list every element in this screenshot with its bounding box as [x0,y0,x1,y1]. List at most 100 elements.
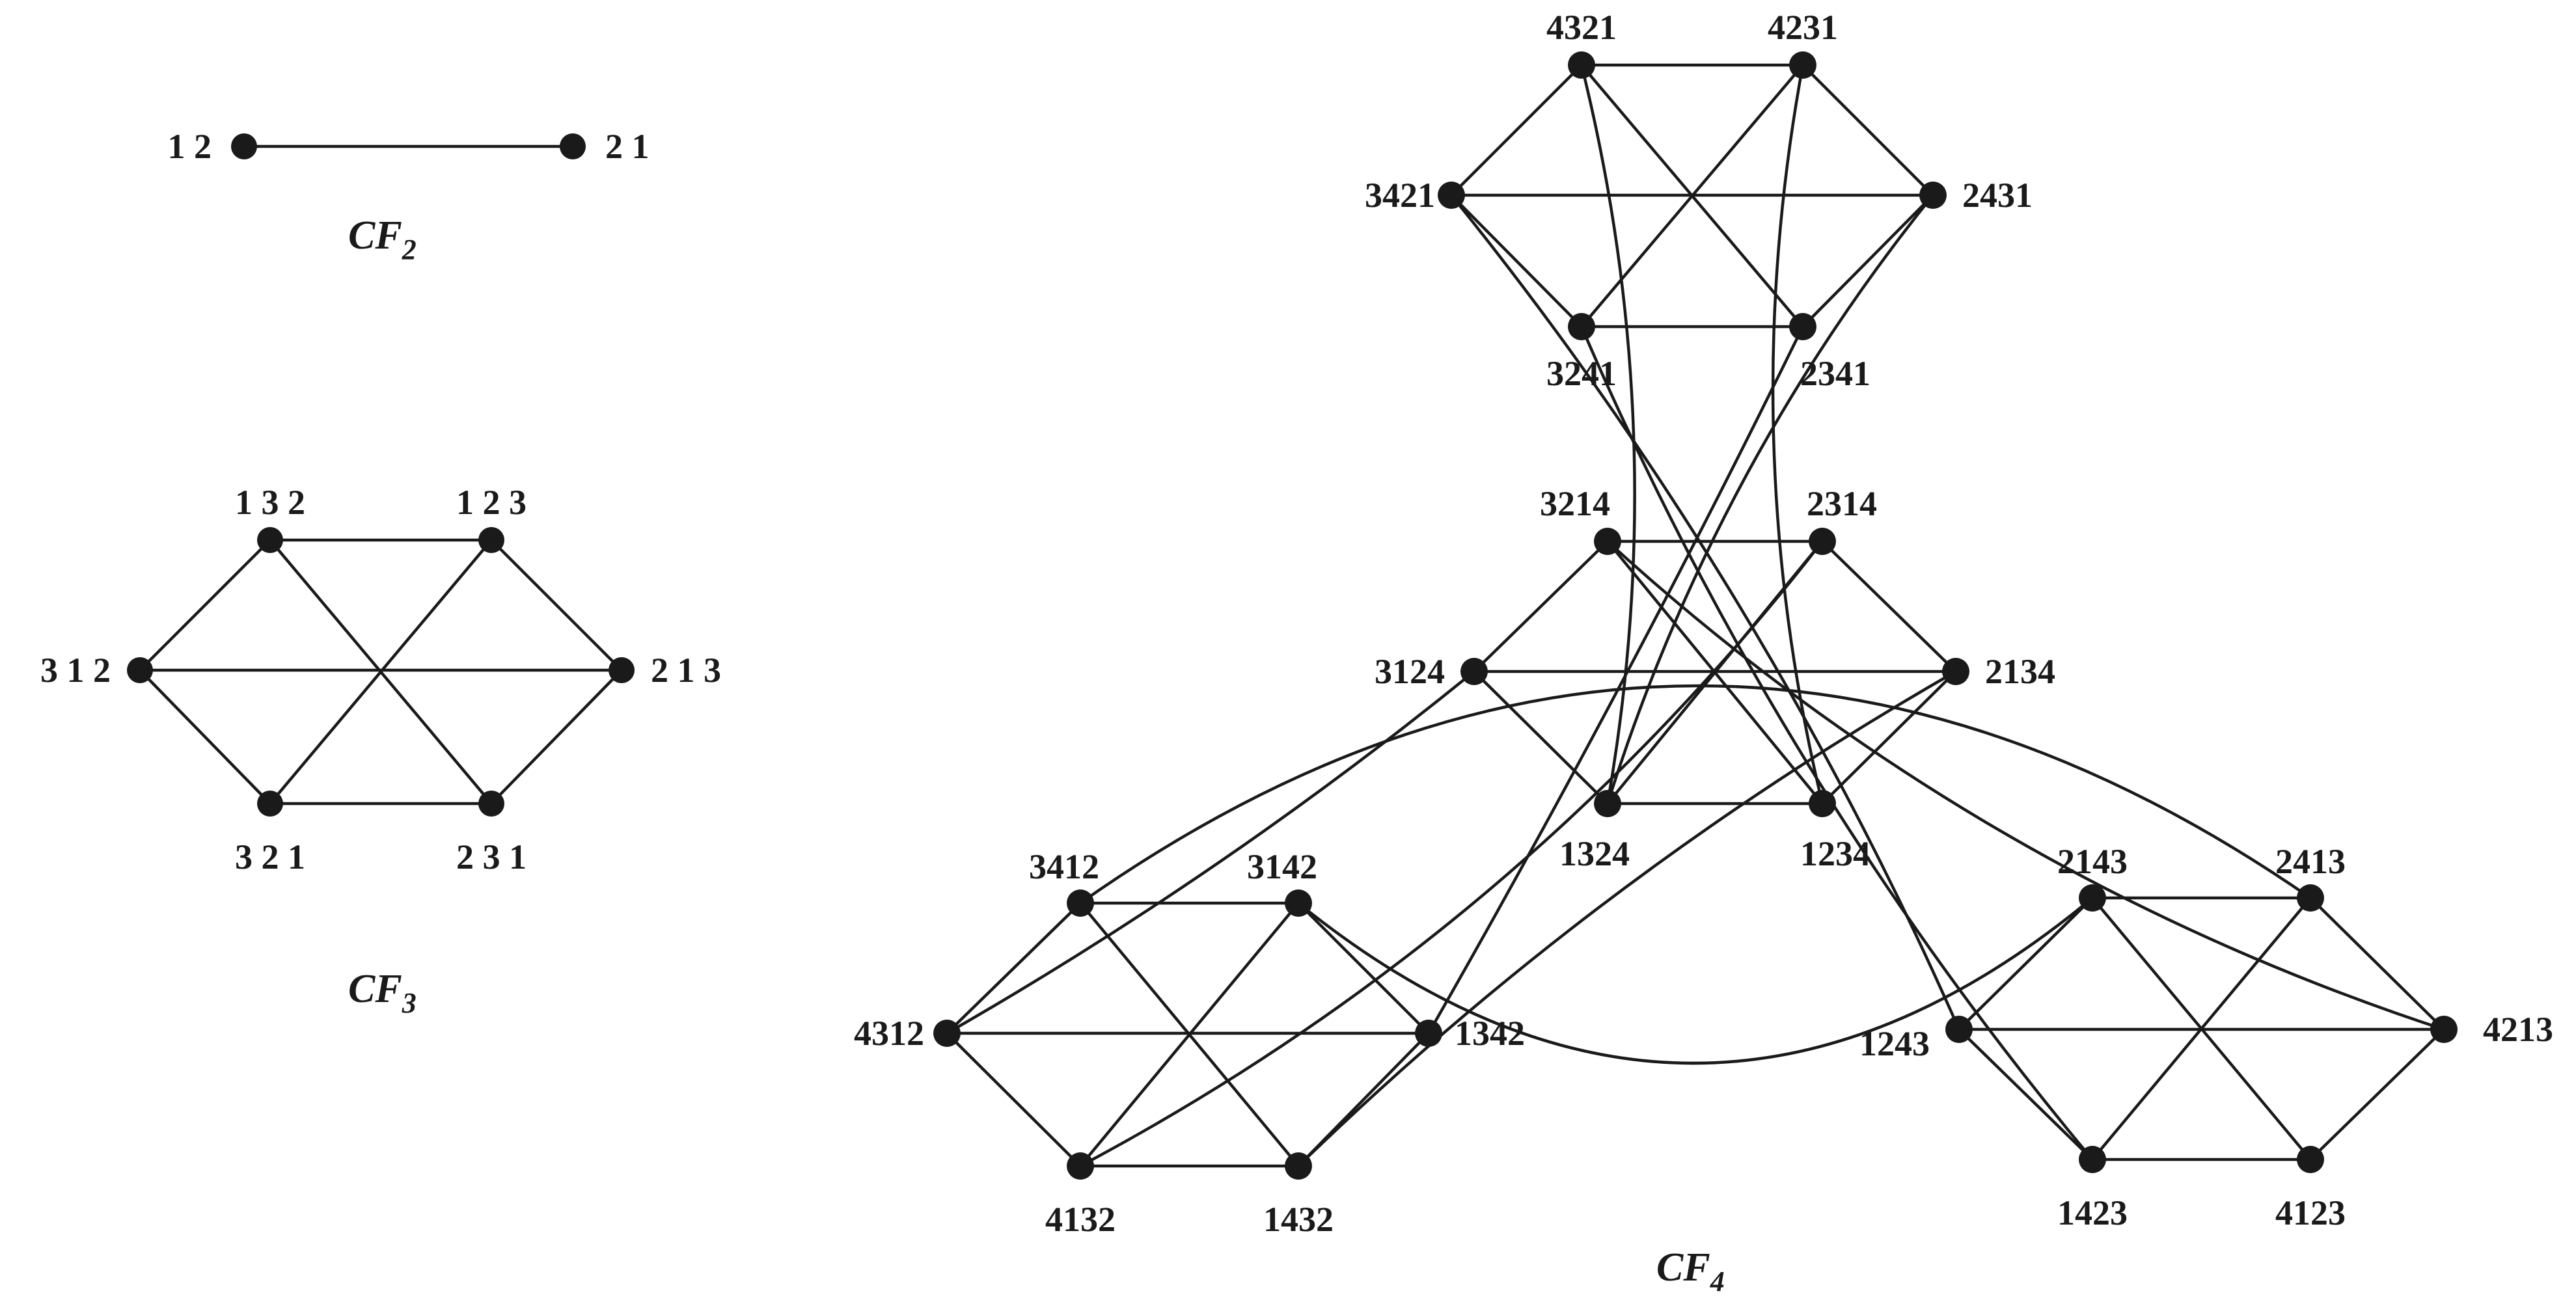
cf4-vertex-label-2134: 2134 [1985,652,2055,691]
labels-layer: 1 2 2 1 1 3 2 1 2 3 3 1 2 2 1 3 3 2 1 2 3 1 4321… [40,8,2553,1239]
cf4-edge-3142-2143 [1297,897,2094,1065]
cf3-vertex-312 [127,657,153,683]
cf3-vertex-label-321: 3 2 1 [235,837,305,876]
cf4-vertex-3412 [1067,889,1094,917]
cf3-vertex-label-132: 1 3 2 [235,483,305,522]
cf4-vertex-label-2341: 2341 [1800,354,1870,393]
cf3-vertex-132 [257,527,283,553]
cf4-edge-3124-4312 [946,670,1475,1035]
cf4-vertex-label-1432: 1432 [1263,1200,1334,1239]
cf3-vertex-123 [478,527,504,553]
cf4-vertex-4213 [2430,1016,2458,1043]
cf4-edge-4321-1324 [1580,64,1636,804]
caption-cf2: CF2 [348,213,417,265]
cf3-vertex-321 [257,791,283,817]
cf4-edge-3421-1243 [1450,194,1961,1030]
cf4-edge-4231-1234 [1771,64,1824,804]
cf4-edge-2134-1234 [1821,670,1957,805]
cf3-vertex-231 [478,791,504,817]
cf4-vertex-3142 [1285,889,1312,917]
edges-layer [139,63,2445,1168]
cf4-vertex-label-4123: 4123 [2275,1193,2346,1232]
cf4-edge-4312-4132 [946,1032,1082,1167]
cf4-vertex-label-2314: 2314 [1807,484,1877,523]
cf2-vertex-12 [231,133,257,159]
cf4-edge-4213-4123 [2309,1028,2445,1161]
cf4-vertex-1234 [1809,790,1836,817]
cf4-vertex-1342 [1415,1020,1442,1047]
cf4-vertex-label-1324: 1324 [1559,834,1630,873]
cf4-vertex-label-1423: 1423 [2057,1193,2128,1232]
cf4-vertex-label-4321: 4321 [1546,8,1617,47]
cf4-vertex-label-3412: 3412 [1029,847,1099,886]
cf4-edge-4231-2431 [1802,64,1934,197]
cf4-vertex-3124 [1460,658,1488,685]
cf4-vertex-2341 [1789,313,1816,340]
cf4-vertex-2431 [1919,182,1947,209]
cf4-vertex-2134 [1942,658,1969,685]
cf3-edge-213-231 [490,669,623,805]
cf4-vertex-1324 [1594,790,1621,817]
cf3-vertex-label-213: 2 1 3 [651,651,721,690]
cf3-vertex-label-231: 2 3 1 [456,837,527,876]
cf4-edge-2341-1342 [1427,326,1805,1035]
cf4-vertex-label-3241: 3241 [1546,354,1617,393]
cf4-edge-2431-2341 [1802,194,1934,328]
cf2-vertex-label-12: 1 2 [168,127,212,166]
cf4-vertex-2143 [2079,884,2106,912]
cf4-vertex-1432 [1285,1152,1312,1180]
cf4-edge-1243-1423 [1958,1028,2094,1161]
cf4-vertex-label-3142: 3142 [1247,847,1317,886]
cf4-vertex-4231 [1789,51,1816,79]
cf4-vertex-2413 [2297,884,2324,912]
cf4-vertex-4312 [933,1020,961,1047]
cf4-edge-3421-3241 [1450,194,1583,328]
cf4-edge-3412-2413 [1079,684,2312,904]
cf4-vertex-label-4213: 4213 [2483,1010,2553,1049]
cf4-edge-3214-4213 [1606,540,2445,1031]
cf4-vertex-label-3124: 3124 [1375,652,1445,691]
cf4-vertex-label-1234: 1234 [1800,834,1870,873]
cf3-edge-123-213 [490,539,623,671]
cf4-edge-2314-2134 [1821,540,1957,673]
cf2-vertex-label-21: 2 1 [605,127,650,166]
cf4-vertex-2314 [1809,528,1836,555]
cf3-vertex-label-123: 1 2 3 [456,483,527,522]
cf3-vertex-label-312: 3 1 2 [40,651,111,690]
cf4-vertex-label-3214: 3214 [1540,484,1610,523]
cf3-vertex-213 [609,657,635,683]
cf4-edge-2134-1432 [1297,670,1957,1167]
cf4-vertex-label-4132: 4132 [1045,1200,1116,1239]
cf4-edge-3124-1324 [1473,670,1609,805]
cf4-vertex-label-4312: 4312 [854,1014,924,1053]
cf2-vertex-21 [560,133,586,159]
cf4-vertex-3421 [1438,182,1465,209]
cf4-vertex-label-2413: 2413 [2275,842,2346,881]
cf4-edge-2413-4213 [2309,897,2445,1031]
cf4-vertex-1243 [1945,1016,1973,1043]
cf4-vertex-label-1342: 1342 [1455,1014,1525,1053]
cf4-vertex-4123 [2297,1146,2324,1173]
cf4-vertex-label-2431: 2431 [1962,176,2033,215]
vertices-layer [127,51,2458,1180]
cf4-edge-3412-4312 [946,902,1082,1035]
cf4-vertex-3214 [1594,528,1621,555]
cf4-vertex-label-1243: 1243 [1859,1024,1930,1063]
cf4-edge-3142-1342 [1297,902,1430,1035]
cf4-vertex-1423 [2079,1146,2106,1173]
cf4-vertex-4321 [1568,51,1595,79]
cf3-edge-132-312 [139,539,271,671]
cf4-edge-2431-1324 [1606,194,1934,804]
cf4-vertex-label-3421: 3421 [1365,176,1435,215]
cf3-edge-312-321 [139,669,271,805]
cf4-vertex-4132 [1067,1152,1094,1180]
cf4-vertex-label-4231: 4231 [1768,8,1838,47]
cf4-vertex-3241 [1568,313,1595,340]
caption-cf3: CF3 [348,967,417,1019]
cf4-edge-4321-3421 [1450,64,1583,197]
cf3-edge-123-321 [269,539,493,805]
cf4-edge-3214-3124 [1473,540,1609,673]
cf4-edge-2143-1243 [1958,897,2094,1031]
cf4-edge-2314-4132 [1079,540,1824,1167]
